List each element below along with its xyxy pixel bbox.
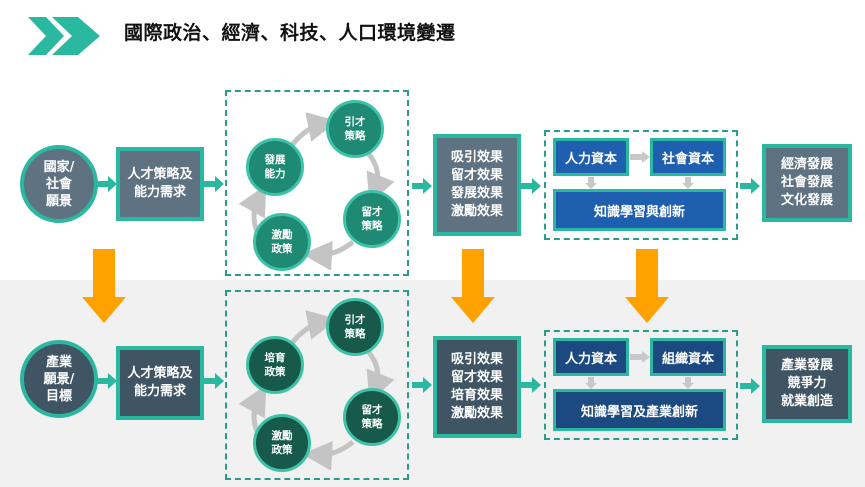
cycle-node-cultivate: 培育政策 [246,336,304,394]
outcomes-box-national: 經濟發展 社會發展 文化發展 [762,144,852,222]
effect-line: 吸引效果 [450,352,503,367]
arrow-right-icon [740,178,760,194]
arrow-right-icon [97,373,117,389]
arrow-right-icon [521,377,541,393]
vision-line: 國家/ [43,159,75,175]
outcome-line: 文化發展 [780,193,833,208]
curved-arrow-icon [365,348,395,402]
arrow-down-icon [82,249,126,323]
curved-arrow-icon [302,440,355,471]
talent-strategy-box-national: 人才策略及 能力需求 [116,147,204,221]
arrow-right-icon [97,176,117,192]
talent-cycle-container-national [225,90,409,276]
talent-strategy-box-industry: 人才策略及 能力需求 [116,346,204,420]
curved-arrow-icon [365,150,395,204]
cycle-node-retain: 留才策略 [343,190,401,248]
cycle-label-line: 策略 [344,130,366,142]
arrow-right-icon [740,378,760,394]
outcome-line: 就業創造 [780,394,833,409]
arrow-right-icon [630,351,650,363]
cycle-label-line: 政策 [264,366,286,378]
strategy-line: 人才策略及 [127,366,193,381]
cycle-label-line: 策略 [361,418,383,430]
effect-line: 吸引效果 [450,150,503,165]
effect-line: 培育效果 [450,388,503,403]
cycle-label-line: 策略 [361,220,383,232]
organizational-capital-box: 組織資本 [650,338,726,376]
arrow-right-icon [521,178,541,194]
knowledge-industry-innovation-box: 知識學習及產業創新 [553,389,726,431]
arrow-down-icon [682,177,694,189]
vision-circle-industry: 產業 願景/ 目標 [20,340,98,418]
cycle-label-line: 激勵 [271,229,293,241]
cycle-label-line: 能力 [264,168,286,180]
cycle-label-line: 政策 [271,444,293,456]
outcome-line: 產業發展 [780,358,833,373]
cycle-label-line: 引才 [344,116,366,128]
outcome-line: 社會發展 [780,175,833,190]
cycle-node-attract: 引才策略 [326,298,384,356]
arrow-right-icon [204,176,224,192]
human-capital-box: 人力資本 [553,138,629,176]
vision-line: 願景 [45,193,72,209]
cycle-label-line: 留才 [361,206,383,218]
effect-line: 激勵效果 [450,406,503,421]
arrow-down-icon [451,249,495,323]
cycle-label-line: 發展 [264,154,286,166]
page-title: 國際政治、經濟、科技、人口環境變遷 [124,22,456,44]
effect-line: 激勵效果 [450,204,503,219]
vision-line: 願景/ [43,371,75,387]
effects-box-national: 吸引效果 留才效果 發展效果 激勵效果 [433,134,521,236]
cycle-label-line: 激勵 [271,430,293,442]
vision-line: 產業 [45,354,72,370]
outcome-line: 經濟發展 [780,157,833,172]
cycle-node-retain: 留才策略 [343,388,401,446]
cycle-label-line: 引才 [344,314,366,326]
outcomes-box-industry: 產業發展 競爭力 就業創造 [762,345,852,423]
effects-box-industry: 吸引效果 留才效果 培育效果 激勵效果 [433,336,521,438]
strategy-line: 人才策略及 [127,167,193,182]
effect-line: 留才效果 [450,370,503,385]
capital-container-national [544,130,738,240]
cycle-node-attract: 引才策略 [326,100,384,158]
knowledge-innovation-box: 知識學習與創新 [553,189,726,231]
strategy-line: 能力需求 [133,185,186,200]
arrow-right-icon [412,377,432,393]
cycle-node-incentive: 激勵政策 [253,213,311,271]
vision-circle-national: 國家/ 社會 願景 [20,145,98,223]
effect-line: 留才效果 [450,168,503,183]
outcome-line: 競爭力 [787,376,827,391]
cycle-label-line: 培育 [264,352,286,364]
arrow-down-icon [682,377,694,389]
capital-container-industry [544,330,738,440]
double-chevron-right-icon [28,17,100,55]
cycle-node-incentive: 激勵政策 [253,414,311,472]
effect-line: 發展效果 [450,186,503,201]
cycle-label-line: 策略 [344,328,366,340]
human-capital-box: 人力資本 [553,338,629,376]
cycle-node-develop: 發展能力 [246,138,304,196]
arrow-down-icon [585,177,597,189]
arrow-right-icon [412,178,432,194]
vision-line: 目標 [45,388,72,404]
arrow-down-icon [585,377,597,389]
arrow-down-icon [625,249,669,323]
cycle-label-line: 留才 [361,404,383,416]
talent-cycle-container-industry [225,290,409,480]
cycle-label-line: 政策 [271,243,293,255]
curved-arrow-icon [302,240,355,271]
arrow-right-icon [630,151,650,163]
strategy-line: 能力需求 [133,384,186,399]
arrow-right-icon [204,373,224,389]
vision-line: 社會 [45,176,72,192]
social-capital-box: 社會資本 [650,138,726,176]
